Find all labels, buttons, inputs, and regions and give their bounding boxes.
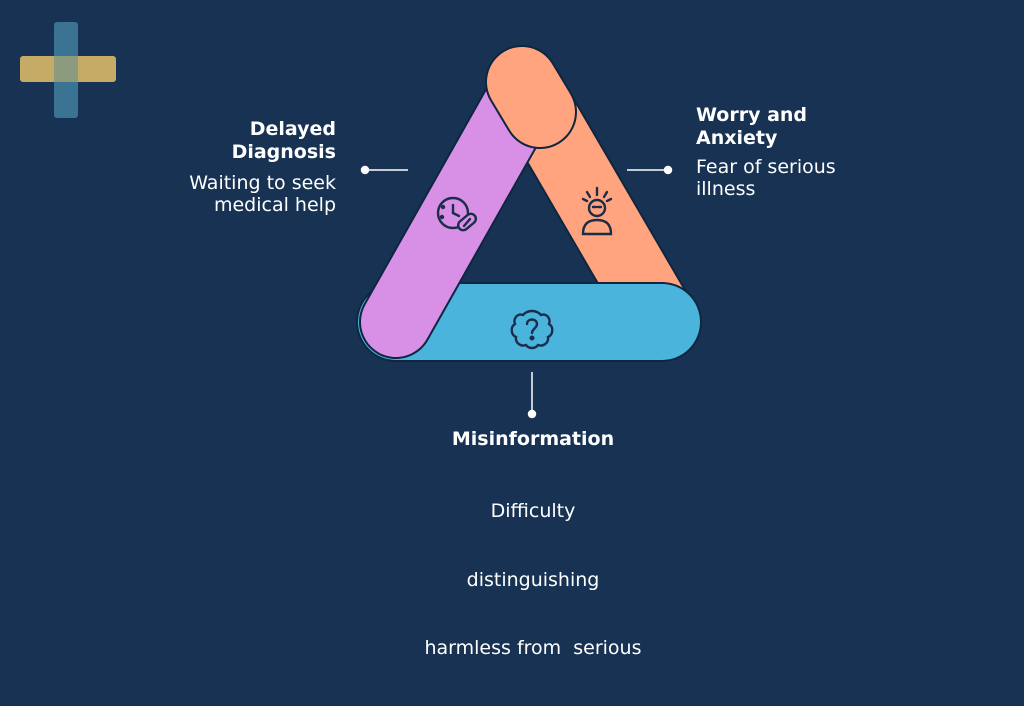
node-misinformation: Misinformation Difficulty distinguishing… [400,428,666,706]
clock-pill-icon [436,196,478,232]
node-description: Fear of serious illness [696,155,836,201]
anxious-person-icon [581,186,613,236]
node-title: Worry and Anxiety [696,104,808,149]
node-title: Misinformation [451,428,615,450]
triangle-diagram [356,45,702,419]
question-brain-icon [510,309,554,350]
node-title: Delayed Diagnosis [231,118,336,163]
node-description: Waiting to seek medical help [189,171,336,217]
node-delayed-diagnosis: Delayed Diagnosis Waiting to seek medica… [116,118,336,217]
node-worry-anxiety: Worry and Anxiety Fear of serious illnes… [696,104,916,201]
band-worry-top [485,45,577,149]
node-description: Difficulty distinguishing harmless from … [424,500,642,660]
band-delayed [359,53,564,359]
medical-cross-logo [20,22,116,118]
